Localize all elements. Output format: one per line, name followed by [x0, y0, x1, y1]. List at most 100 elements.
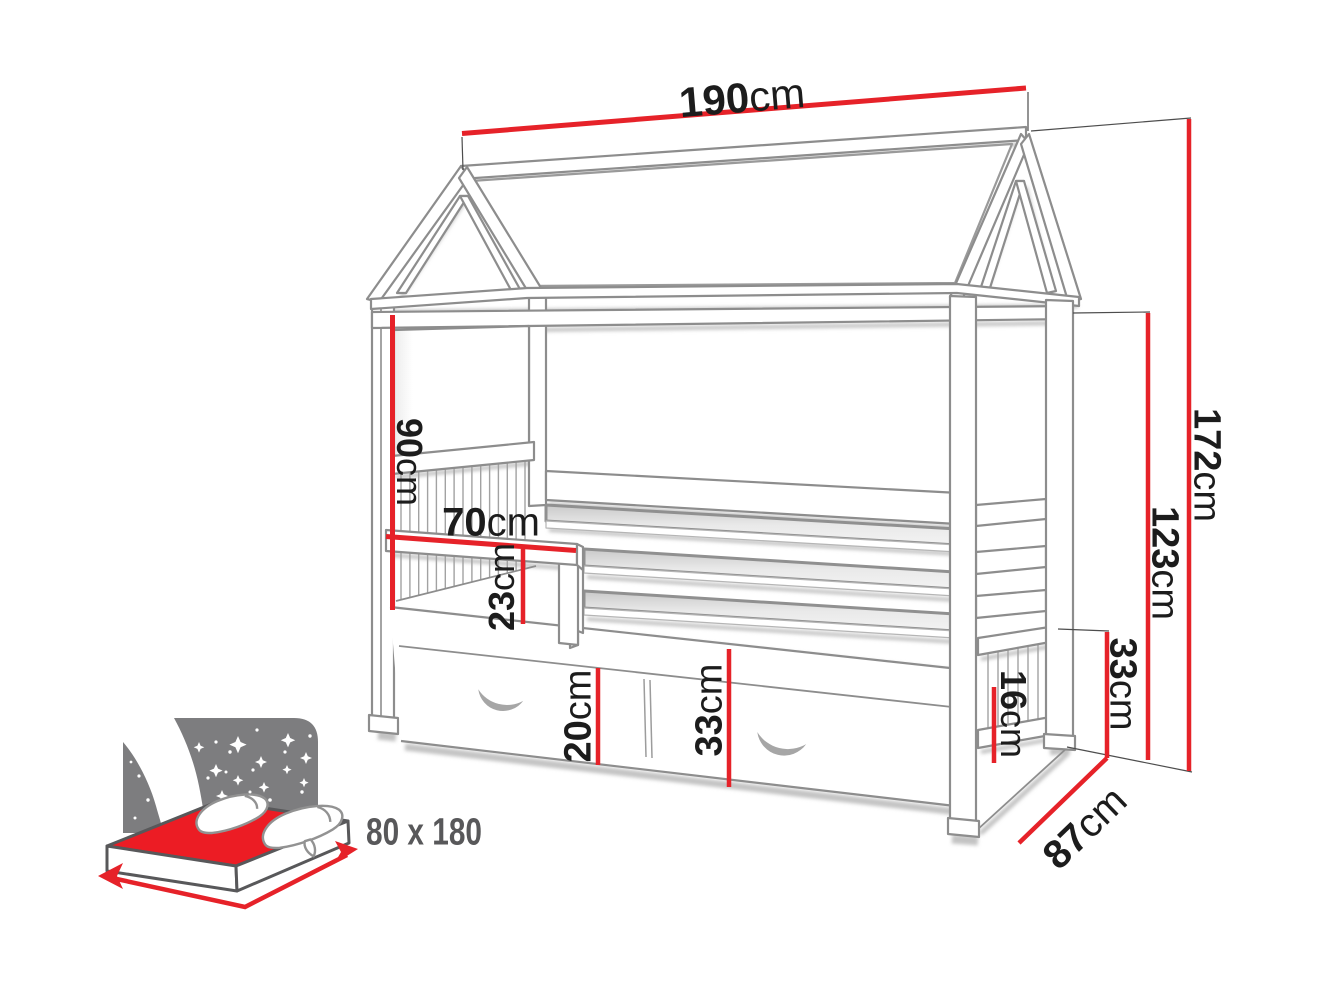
dim-line-rail-length — [385, 534, 577, 553]
icon-arrows — [98, 841, 358, 910]
star-dot-icon — [133, 816, 137, 820]
floor-edge-right — [976, 747, 1068, 831]
star-dot-icon — [214, 740, 218, 744]
dimension-labels: 190cm 90cm 70cm 23cm 20cm 33cm 16cm 33cm… — [389, 69, 1227, 878]
icon-arrow-head-right — [334, 841, 358, 864]
dim-label-footboard-height: 33cm — [1101, 638, 1143, 731]
icon-pillows — [195, 793, 344, 858]
icon-headboard-wedge — [123, 742, 163, 833]
mattress-edge-line — [395, 565, 537, 602]
detail-path — [404, 743, 958, 816]
detail-path — [209, 764, 223, 778]
star-dot-icon — [251, 768, 255, 772]
dim-label-headboard-height: 90cm — [389, 418, 430, 506]
detail-line — [1030, 117, 1192, 132]
star-dot-icon — [300, 790, 304, 794]
icon-arrow-shaft — [111, 852, 349, 910]
detail-path — [244, 794, 259, 809]
detail-path — [216, 790, 228, 802]
dim-label-rail-length: 70cm — [442, 500, 540, 544]
icon-arrow-head-left — [98, 863, 123, 889]
star-dot-icon — [137, 774, 141, 778]
bed-base — [389, 605, 956, 808]
detail-path — [377, 730, 397, 742]
eave-beam — [369, 282, 1081, 311]
detail-path — [586, 617, 958, 644]
icon-mattress — [105, 799, 351, 893]
drawer-right-handle — [757, 732, 807, 756]
icon-pillow-left — [195, 793, 269, 835]
star-dot-icon — [255, 728, 259, 732]
right-gable-brace-right — [1014, 179, 1058, 295]
drawer-top-edge — [398, 645, 953, 708]
detail-path — [229, 736, 247, 754]
detail-path — [548, 528, 959, 556]
detail-path — [282, 765, 292, 775]
detail-path — [586, 575, 958, 602]
icon-pillow-flap — [303, 838, 317, 858]
detail-path — [951, 834, 979, 846]
detail-path — [300, 752, 312, 764]
right-gable — [948, 132, 1083, 303]
icon-pillow-right — [261, 804, 344, 850]
left-gable — [365, 164, 548, 304]
dim-label-depth: 87cm — [1035, 778, 1136, 878]
detail-path — [317, 805, 332, 822]
extension-lines — [461, 92, 1193, 773]
detail-line — [643, 678, 647, 758]
detail-path — [255, 756, 267, 768]
detail-path — [193, 742, 205, 753]
detail-line — [1066, 746, 1193, 773]
star-dot-icon — [224, 770, 228, 774]
star-dot-icon — [129, 760, 133, 764]
dim-label-footboard-slats: 16cm — [993, 670, 1034, 758]
detail-path — [232, 775, 244, 786]
star-dot-icon — [308, 734, 312, 738]
star-dot-icon — [248, 790, 252, 794]
end-rail-1 — [974, 497, 1048, 528]
detail-line — [1072, 311, 1151, 314]
detail-line — [461, 136, 464, 171]
right-posts — [946, 294, 1077, 839]
safety-rail-plank-end — [575, 542, 585, 572]
dim-label-total-height: 172cm — [1185, 408, 1227, 522]
dim-label-drawer-height: 20cm — [558, 670, 600, 763]
headboard — [390, 324, 537, 602]
detail-path — [299, 778, 309, 788]
star-dot-icon — [206, 776, 210, 780]
left-gable-left-slope — [365, 164, 471, 304]
icon-stars — [129, 728, 312, 820]
dim-label-base-height: 33cm — [689, 664, 731, 757]
detail-path — [980, 751, 1070, 834]
detail-path — [389, 553, 579, 571]
end-rail-2 — [974, 544, 1048, 576]
detail-path — [258, 782, 270, 793]
mattress-size-icon: 80 x 180 — [98, 718, 482, 910]
drawer-divider — [643, 678, 653, 759]
dim-line-depth — [1017, 756, 1109, 845]
safety-rail-post — [557, 558, 580, 647]
roof — [459, 125, 1028, 288]
star-dot-icon — [283, 750, 287, 754]
dim-label-rail-height: 23cm — [481, 543, 522, 631]
base-top-edge — [389, 605, 951, 670]
left-post-foot — [367, 713, 400, 736]
end-rails — [974, 497, 1048, 620]
drawer-left-handle — [478, 689, 524, 712]
dim-label-wall-height: 123cm — [1143, 506, 1185, 620]
dim-line-length — [461, 85, 1027, 136]
mattress-size-label: 80 x 180 — [366, 812, 482, 854]
detail-path — [280, 733, 296, 748]
side-rails — [544, 469, 961, 639]
star-dot-icon — [268, 798, 272, 802]
star-dot-icon — [188, 760, 192, 764]
dim-label-length: 190cm — [677, 69, 807, 126]
front-right-post — [948, 294, 978, 828]
detail-line — [649, 679, 653, 759]
star-dot-icon — [228, 750, 232, 754]
back-right-post — [1044, 298, 1075, 750]
front-right-post-foot — [946, 816, 981, 839]
back-right-post-foot — [1042, 732, 1077, 752]
